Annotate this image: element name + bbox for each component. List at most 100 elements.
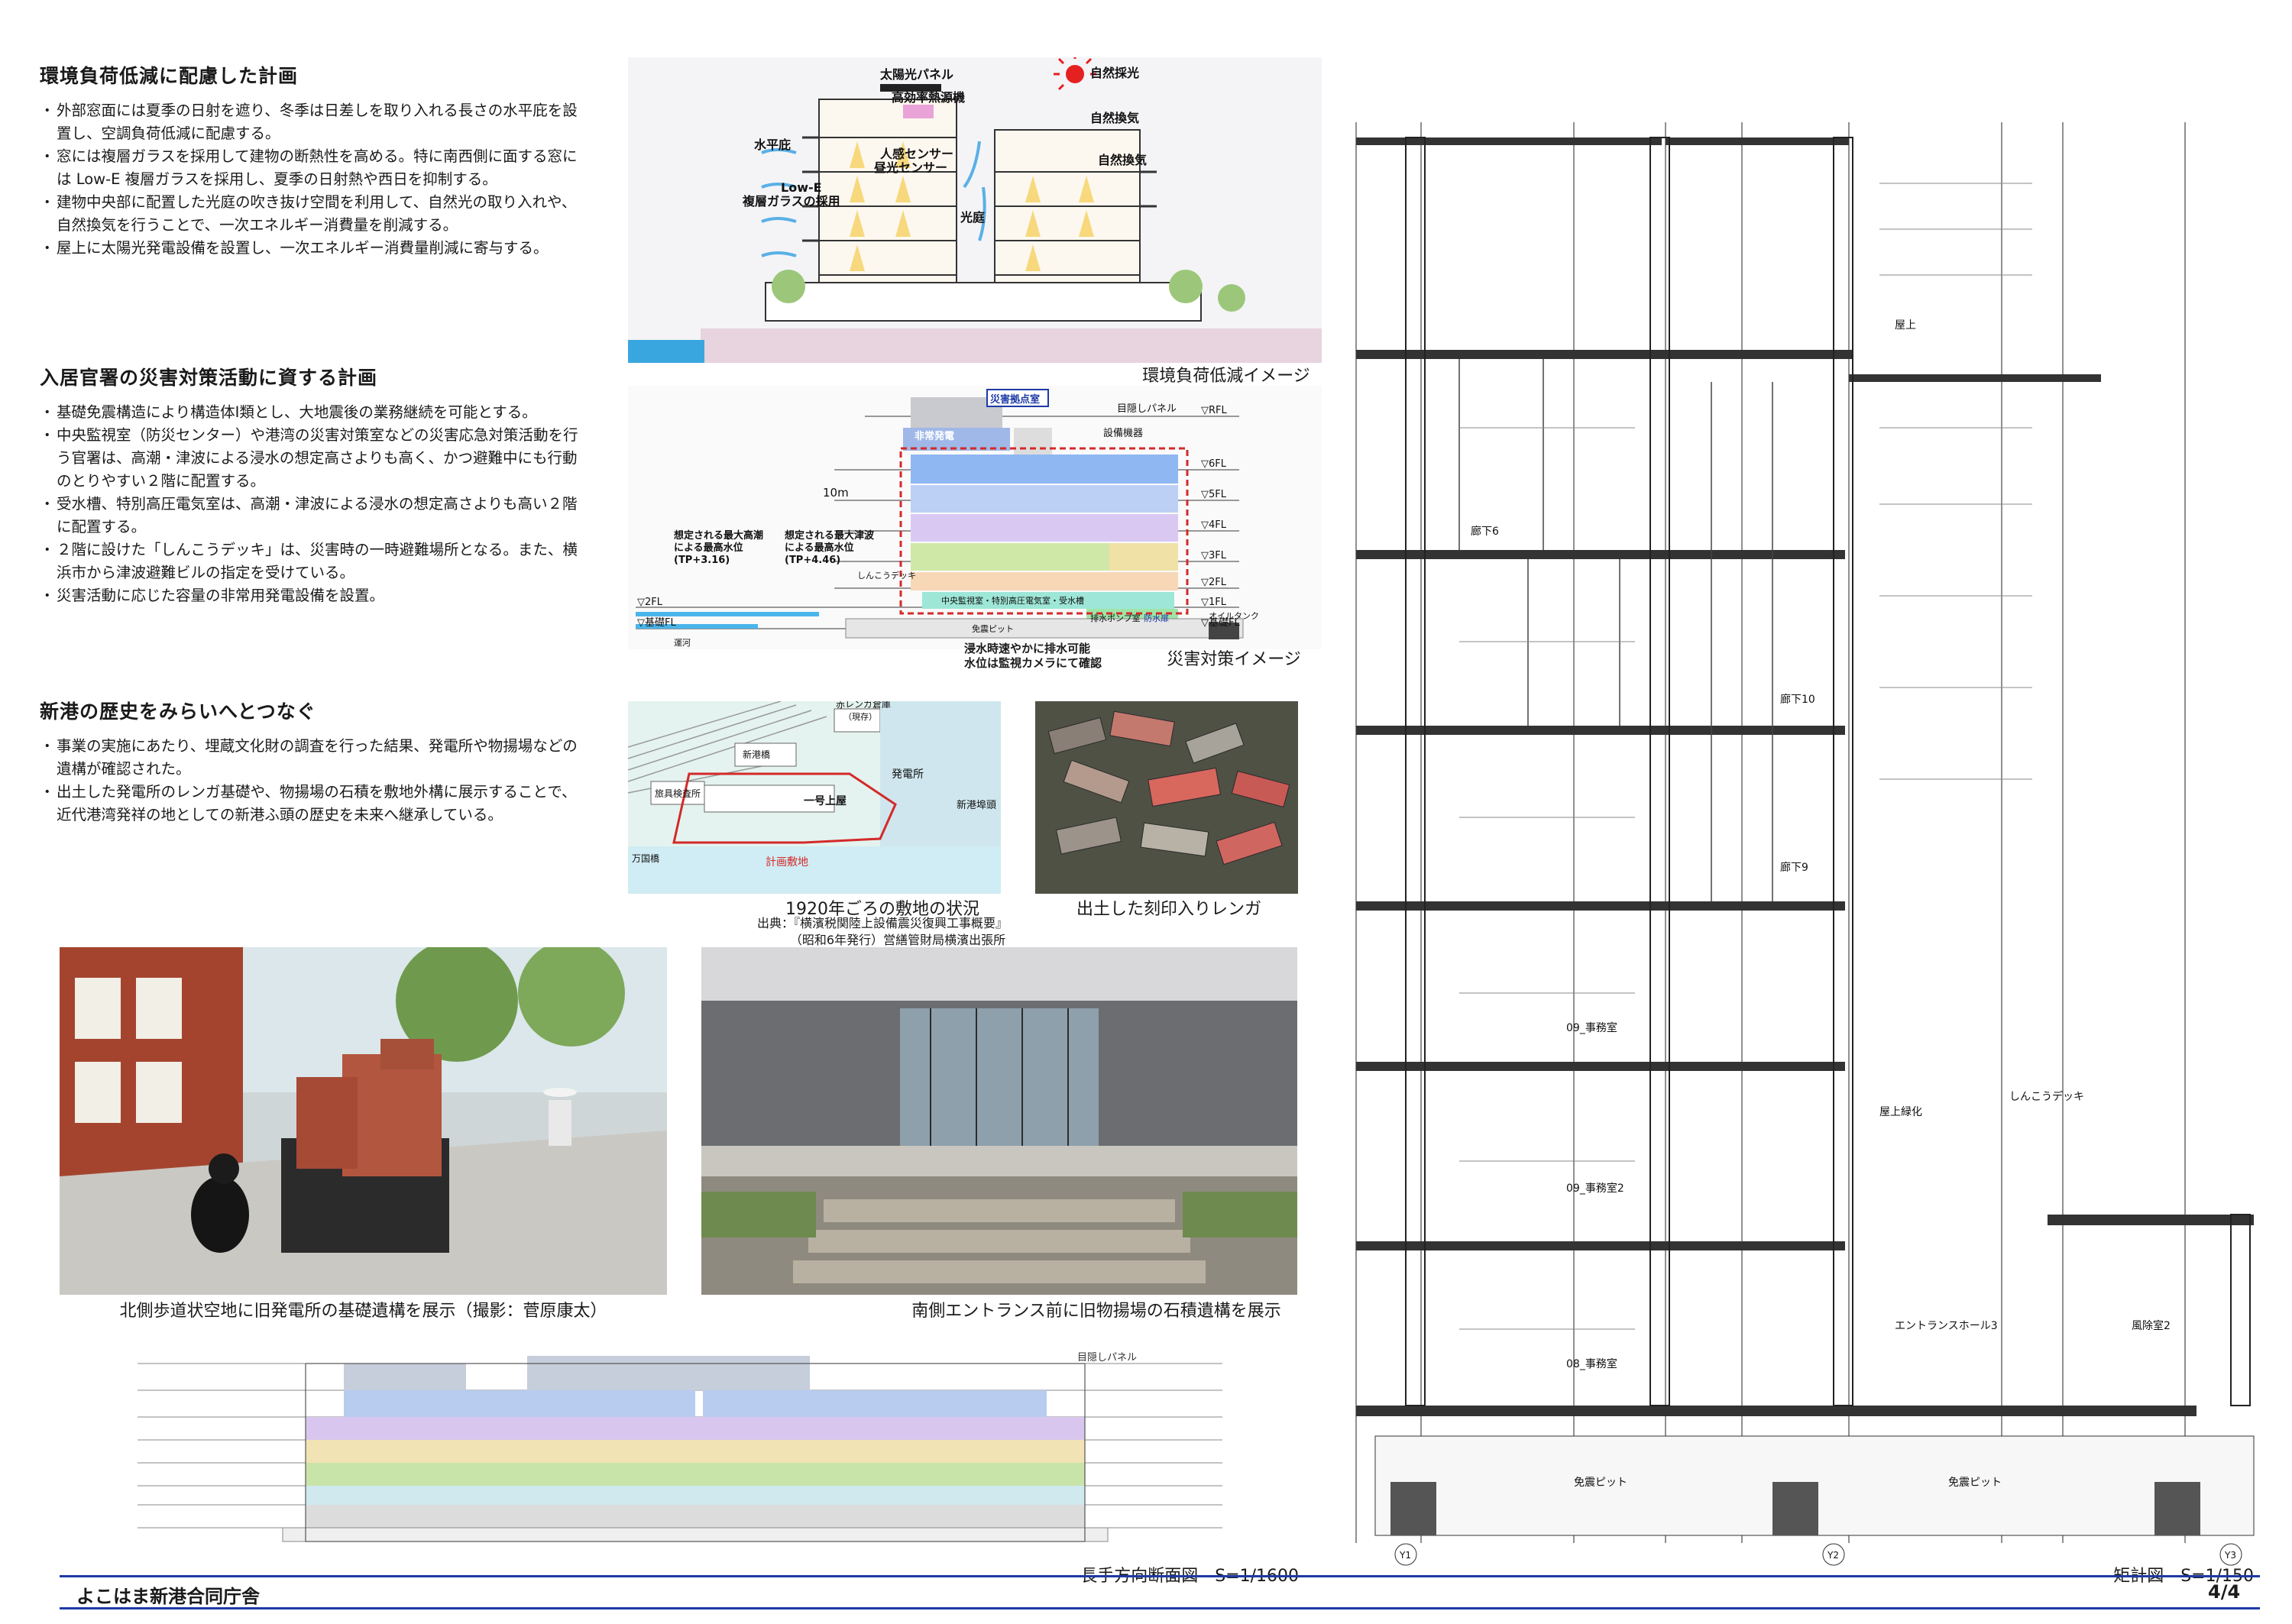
disaster-label-pump: 排水ポンプ室 bbox=[1090, 613, 1141, 623]
history-title: 新港の歴史をみらいへとつなぐ bbox=[40, 700, 316, 723]
disaster-label-flood: 防水扉 bbox=[1144, 613, 1169, 623]
list-item: 災害活動に応じた容量の非常用発電設備を設置。 bbox=[40, 584, 590, 607]
north-caption: 北側歩道状空地に旧発電所の基礎遺構を展示（撮影：菅原康太） bbox=[119, 1302, 607, 1321]
south-caption: 南側エントランス前に旧物揚場の石積遺構を展示 bbox=[911, 1302, 1281, 1321]
disaster-label-fl3: ▽3FL bbox=[1201, 550, 1227, 561]
disaster-label-canal: 運河 bbox=[674, 638, 691, 648]
env-label-glass: 複層ガラスの採用 bbox=[742, 194, 840, 209]
disaster-label-tide3: (TP+3.16) bbox=[674, 555, 730, 566]
disaster-bullets: 基礎免震構造により構造体Ⅰ類とし、大地震後の業務継続を可能とする。 中央監視室（… bbox=[40, 401, 590, 607]
disaster-label-bfl: ▽基礎FL bbox=[637, 617, 676, 629]
history-section: 新港の歴史をみらいへとつなぐ 事業の実施にあたり、埋蔵文化財の調査を行った結果、… bbox=[40, 697, 590, 827]
map-label-plant: 発電所 bbox=[892, 768, 924, 781]
list-item: ２階に設けた「しんこうデッキ」は、災害時の一時避難場所となる。また、横浜市から津… bbox=[40, 539, 590, 584]
disaster-label-fl1: ▽1FL bbox=[1201, 597, 1227, 608]
ws-grid-1: Y1 bbox=[1399, 1550, 1411, 1561]
env-label-dimming: 昼光センサー bbox=[873, 160, 947, 175]
disaster-note-camera: 水位は監視カメラにて確認 bbox=[964, 656, 1102, 670]
disaster-label-tsunami2: による最高水位 bbox=[785, 542, 854, 554]
list-item: 中央監視室（防災センター）や港湾の災害対策室などの災害応急対策活動を行う官署は、… bbox=[40, 424, 590, 493]
disaster-label-tsunami: 想定される最大津波 bbox=[785, 529, 875, 542]
long-section-rooftop: 目隠しパネル bbox=[1077, 1352, 1137, 1364]
map-label-inspect: 旅具検査所 bbox=[655, 788, 701, 799]
list-item: 受水槽、特別高圧電気室は、高潮・津波による浸水の想定高さよりも高い２階に配置する… bbox=[40, 493, 590, 539]
list-item: 外部窓面には夏季の日射を遮り、冬季は日差しを取り入れる長さの水平庇を設置し、空調… bbox=[40, 99, 590, 145]
history-bullets: 事業の実施にあたり、埋蔵文化財の調査を行った結果、発電所や物揚場などの遺構が確認… bbox=[40, 735, 590, 827]
wall-section: 屋上 廊下10 廊下9 廊下6 09_事務室 09_事務室2 08_事務室 屋上… bbox=[1345, 107, 2261, 1577]
map-source2: （昭和6年発行）営繕管財局横濱出張所 bbox=[789, 933, 1006, 947]
disaster-note-drain: 浸水時速やかに排水可能 bbox=[964, 642, 1091, 655]
env-label-ventilation2: 自然換気 bbox=[1098, 153, 1147, 167]
disaster-label-rooftop: 目隠しパネル bbox=[1117, 403, 1177, 415]
list-item: 窓には複層ガラスを採用して建物の断熱性を高める。特に南西側に面する窓には Low… bbox=[40, 145, 590, 191]
disaster-label-tsunami3: (TP+4.46) bbox=[785, 555, 840, 566]
disaster-label-base: 災害拠点室 bbox=[990, 393, 1040, 406]
site-map: 赤レンガ倉庫 （現存） 新港橋 発電所 一号上屋 旅具検査所 計画敷地 新港埠頭… bbox=[628, 701, 1001, 894]
footer-page: 4/4 bbox=[2208, 1581, 2241, 1603]
disaster-label-pit: 免震ピット bbox=[972, 623, 1014, 634]
disaster-title: 入居官署の災害対策活動に資する計画 bbox=[40, 367, 378, 389]
list-item: 屋上に太陽光発電設備を設置し、一次エネルギー消費量削減に寄与する。 bbox=[40, 237, 590, 260]
ws-grid-3: Y3 bbox=[2224, 1550, 2236, 1561]
disaster-label-emg: 非常発電 bbox=[915, 430, 954, 442]
ws-label-deck: しんこうデッキ bbox=[2009, 1090, 2084, 1103]
ws-label-corridor6: 廊下6 bbox=[1471, 525, 1499, 538]
list-item: 基礎免震構造により構造体Ⅰ類とし、大地震後の業務継続を可能とする。 bbox=[40, 401, 590, 424]
env-label-lightcourt: 光庭 bbox=[960, 210, 985, 225]
disaster-label-oil: オイルタンク bbox=[1209, 611, 1259, 621]
ws-label-hall: エントランスホール3 bbox=[1895, 1320, 1998, 1332]
map-caption: 1920年ごろの敷地の状況 bbox=[785, 900, 979, 919]
list-item: 事業の実施にあたり、埋蔵文化財の調査を行った結果、発電所や物揚場などの遺構が確認… bbox=[40, 735, 590, 781]
env-label-sensor: 人感センサー bbox=[880, 147, 953, 161]
disaster-label-bfl-right: ▽基礎FL bbox=[1201, 617, 1240, 629]
env-label-sunlight: 自然採光 bbox=[1090, 66, 1139, 80]
ws-label-pit1: 免震ピット bbox=[1574, 1477, 1627, 1489]
footer-title: よこはま新港合同庁舎 bbox=[76, 1586, 260, 1607]
env-diagram: 太陽光パネル 自然採光 高効率熱源機 自然換気 自然換気 水平庇 人感センサー … bbox=[628, 57, 1322, 363]
list-item: 出土した発電所のレンガ基礎や、物揚場の石積を敷地外構に展示することで、近代港湾発… bbox=[40, 781, 590, 827]
disaster-label-tide: 想定される最大高潮 bbox=[674, 529, 763, 542]
map-label-harbor: 新港埠頭 bbox=[957, 799, 996, 811]
disaster-label-fl5: ▽5FL bbox=[1201, 489, 1227, 500]
env-label-lowe: Low-E bbox=[781, 180, 822, 195]
disaster-label-equip: 設備機器 bbox=[1103, 427, 1143, 439]
disaster-caption: 災害対策イメージ bbox=[1167, 650, 1301, 669]
map-label-site: 計画敷地 bbox=[766, 856, 808, 869]
env-title: 環境負荷低減に配慮した計画 bbox=[40, 65, 299, 87]
disaster-section: 入居官署の災害対策活動に資する計画 基礎免震構造により構造体Ⅰ類とし、大地震後の… bbox=[40, 363, 590, 607]
ws-label-corridor9: 廊下9 bbox=[1780, 861, 1808, 874]
disaster-diagram: 災害拠点室 ▽RFL 目隠しパネル 非常発電 設備機器 ▽6FL ▽5FL ▽4… bbox=[628, 386, 1322, 649]
long-section-caption: 長手方向断面図 S=1/1600 bbox=[1080, 1567, 1299, 1586]
map-label-shed: 一号上屋 bbox=[804, 795, 847, 807]
map-label-wharf: 万国橋 bbox=[632, 853, 659, 864]
disaster-label-fl2: ▽2FL bbox=[1201, 577, 1227, 588]
map-label-warehouse: 赤レンガ倉庫 bbox=[836, 701, 891, 710]
ws-label-roof-green: 屋上緑化 bbox=[1879, 1106, 1922, 1118]
north-photo bbox=[60, 947, 667, 1295]
disaster-label-2fl-left: ▽2FL bbox=[637, 597, 663, 608]
disaster-label-height: 10m bbox=[823, 486, 849, 500]
ws-label-corridor10: 廊下10 bbox=[1780, 693, 1815, 706]
ws-label-office9: 09_事務室 bbox=[1566, 1021, 1617, 1034]
env-label-ventilation: 自然換気 bbox=[1090, 111, 1139, 125]
map-label-newport-hall: 新港橋 bbox=[743, 749, 770, 760]
ws-label-roof: 屋上 bbox=[1895, 319, 1916, 332]
ws-label-windbreak: 風除室2 bbox=[2132, 1319, 2171, 1332]
env-label-eave: 水平庇 bbox=[754, 137, 791, 152]
ws-label-pit2: 免震ピット bbox=[1948, 1477, 2002, 1489]
ws-label-office8: 08_事務室 bbox=[1566, 1357, 1617, 1370]
south-photo bbox=[701, 947, 1297, 1295]
disaster-label-central: 中央監視室・特別高圧電気室・受水槽 bbox=[941, 595, 1084, 606]
env-bullets: 外部窓面には夏季の日射を遮り、冬季は日差しを取り入れる長さの水平庇を設置し、空調… bbox=[40, 99, 590, 260]
map-source1: 出典：『横濱税関陸上設備震災復興工事概要』 bbox=[756, 916, 1008, 930]
env-label-heat: 高効率熱源機 bbox=[892, 90, 965, 105]
env-label-solar: 太陽光パネル bbox=[879, 67, 953, 82]
env-caption: 環境負荷低減イメージ bbox=[1142, 367, 1310, 386]
ws-grid-2: Y2 bbox=[1827, 1550, 1839, 1561]
ws-label-office9b: 09_事務室2 bbox=[1566, 1182, 1624, 1195]
long-section: 目隠しパネル bbox=[122, 1333, 1238, 1558]
disaster-label-fl4: ▽4FL bbox=[1201, 519, 1227, 531]
disaster-label-rfl: ▽RFL bbox=[1201, 405, 1228, 416]
disaster-label-deck: しんこうデッキ bbox=[857, 570, 916, 581]
footer-rule-top bbox=[60, 1575, 2260, 1577]
